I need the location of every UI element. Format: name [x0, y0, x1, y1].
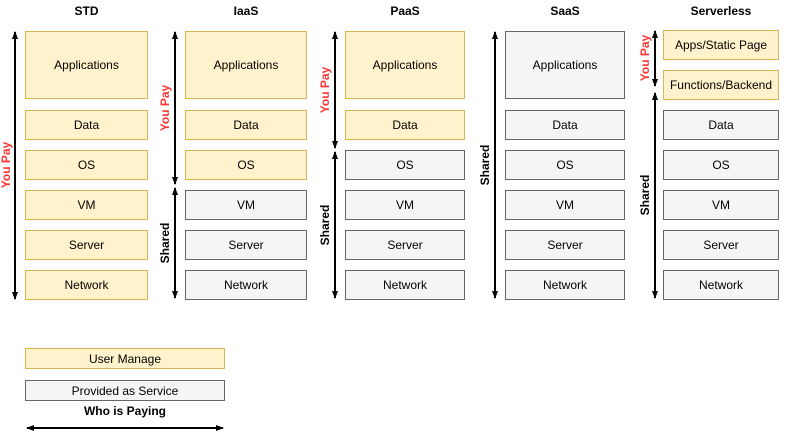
saas-box-applications: Applications	[505, 31, 625, 99]
iaas-box-network: Network	[185, 270, 307, 300]
saas-shared-range-arrow	[494, 32, 496, 298]
column-saas: SaaS Shared Applications Data OS VM Serv…	[478, 0, 640, 320]
std-box-applications: Applications	[25, 31, 148, 99]
iaas-shared-range-arrow	[174, 188, 176, 298]
std-box-vm: VM	[25, 190, 148, 220]
paas-box-network: Network	[345, 270, 465, 300]
column-title-iaas: IaaS	[233, 4, 259, 18]
paas-box-data: Data	[345, 110, 465, 140]
serverless-box-server: Server	[663, 230, 779, 260]
serverless-box-os: OS	[663, 150, 779, 180]
iaas-box-os: OS	[185, 150, 307, 180]
column-paas: PaaS You Pay Shared Applications Data OS…	[318, 0, 480, 320]
serverless-box-apps-static-page: Apps/Static Page	[663, 30, 779, 60]
column-title-std: STD	[74, 4, 99, 18]
serverless-box-vm: VM	[663, 190, 779, 220]
saas-box-server: Server	[505, 230, 625, 260]
who-is-paying-arrow	[27, 427, 223, 429]
column-std: STD You Pay Applications Data OS VM Serv…	[0, 0, 160, 320]
saas-box-os: OS	[505, 150, 625, 180]
column-title-paas: PaaS	[390, 4, 420, 18]
paas-box-server: Server	[345, 230, 465, 260]
paas-shared-label: Shared	[318, 204, 332, 246]
std-box-data: Data	[25, 110, 148, 140]
serverless-box-data: Data	[663, 110, 779, 140]
saas-box-data: Data	[505, 110, 625, 140]
paas-box-os: OS	[345, 150, 465, 180]
iaas-box-server: Server	[185, 230, 307, 260]
serverless-box-network: Network	[663, 270, 779, 300]
serverless-you-pay-label: You Pay	[638, 34, 652, 82]
paas-shared-range-arrow	[334, 152, 336, 298]
legend-user-manage-swatch: User Manage	[25, 348, 225, 369]
paas-box-applications: Applications	[345, 31, 465, 99]
std-you-pay-range-arrow	[14, 32, 16, 299]
paas-you-pay-label: You Pay	[318, 66, 332, 114]
serverless-you-pay-range-arrow	[654, 31, 656, 86]
std-box-network: Network	[25, 270, 148, 300]
serverless-box-functions-backend: Functions/Backend	[663, 70, 779, 100]
legend-provided-as-service-swatch: Provided as Service	[25, 380, 225, 401]
iaas-box-applications: Applications	[185, 31, 307, 99]
iaas-box-vm: VM	[185, 190, 307, 220]
std-box-os: OS	[25, 150, 148, 180]
column-title-serverless: Serverless	[690, 4, 752, 18]
std-box-server: Server	[25, 230, 148, 260]
std-you-pay-label: You Pay	[0, 141, 13, 189]
serverless-shared-range-arrow	[654, 93, 656, 298]
iaas-box-data: Data	[185, 110, 307, 140]
serverless-shared-label: Shared	[638, 174, 652, 216]
iaas-shared-label: Shared	[158, 222, 172, 264]
saas-box-vm: VM	[505, 190, 625, 220]
paas-you-pay-range-arrow	[334, 32, 336, 148]
legend-who-is-paying-label: Who is Paying	[83, 404, 166, 418]
column-serverless: Serverless You Pay Shared Apps/Static Pa…	[638, 0, 786, 320]
paas-box-vm: VM	[345, 190, 465, 220]
column-iaas: IaaS You Pay Shared Applications Data OS…	[158, 0, 320, 320]
iaas-you-pay-range-arrow	[174, 32, 176, 184]
iaas-you-pay-label: You Pay	[158, 84, 172, 132]
saas-shared-label: Shared	[478, 144, 492, 186]
column-title-saas: SaaS	[550, 4, 580, 18]
saas-box-network: Network	[505, 270, 625, 300]
